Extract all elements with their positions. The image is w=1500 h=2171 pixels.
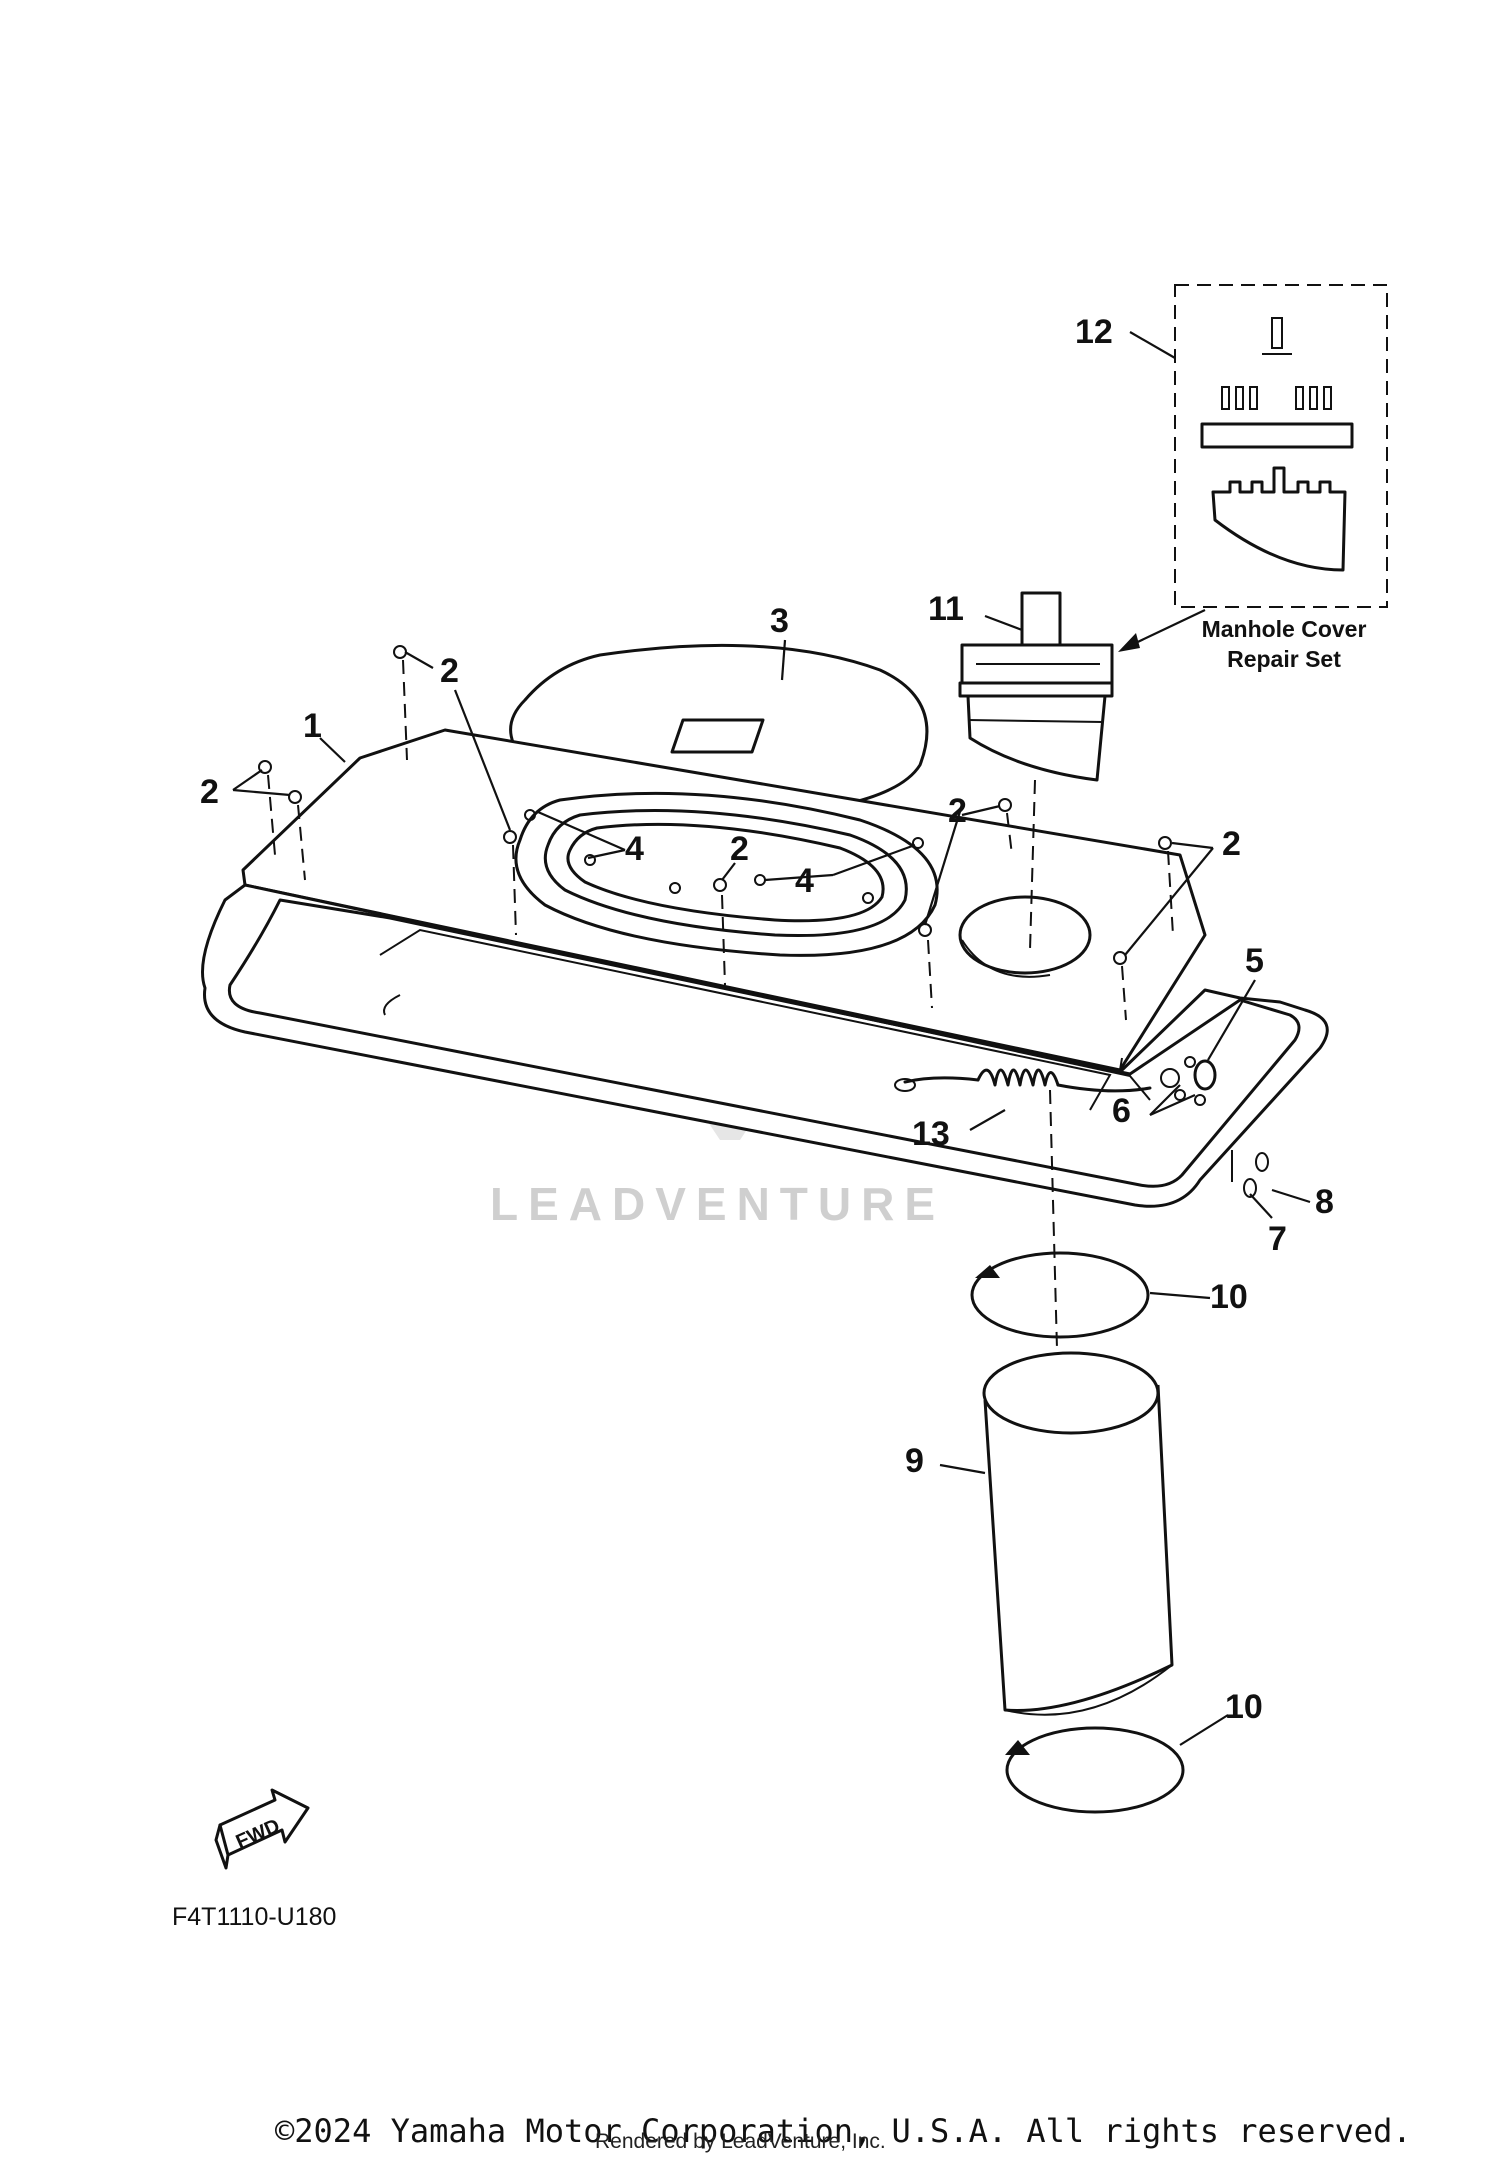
svg-text:12: 12 xyxy=(1075,313,1113,351)
svg-text:Repair Set: Repair Set xyxy=(1227,646,1341,672)
deck-tray[interactable] xyxy=(201,883,1329,1208)
svg-text:5: 5 xyxy=(1245,942,1264,980)
svg-text:2: 2 xyxy=(730,830,749,868)
svg-text:10: 10 xyxy=(1225,1688,1263,1726)
svg-text:10: 10 xyxy=(1210,1278,1248,1316)
svg-text:4: 4 xyxy=(795,862,814,900)
callouts: 12 11 3 2 1 2 2 2 4 2 4 5 6 13 8 7 10 9 … xyxy=(200,313,1334,1726)
repair-set-label: Manhole Cover Repair Set xyxy=(1202,616,1367,672)
fwd-arrow-icon: FWD xyxy=(214,1788,310,1870)
part-11-cover-cap[interactable] xyxy=(958,591,1114,782)
leader-lines xyxy=(232,651,1214,956)
part-2-screws[interactable] xyxy=(258,645,1172,965)
part-4-screws[interactable] xyxy=(524,809,924,904)
svg-text:3: 3 xyxy=(770,602,789,640)
part-5-6-hardware[interactable] xyxy=(1174,1056,1217,1106)
copyright-notice: ©2024 Yamaha Motor Corporation, U.S.A. A… xyxy=(275,2112,1412,2150)
part-7-8-washers[interactable] xyxy=(1231,1150,1269,1198)
svg-text:2: 2 xyxy=(948,792,967,830)
manhole-cover-repair-set[interactable] xyxy=(1174,284,1388,608)
svg-text:4: 4 xyxy=(625,830,644,868)
figure-code: F4T1110-U180 xyxy=(172,1903,336,1931)
svg-text:9: 9 xyxy=(905,1442,924,1480)
part-10-hose-clamp-lower[interactable] xyxy=(1005,1726,1185,1814)
part-13-lanyard[interactable] xyxy=(894,1068,1180,1093)
svg-text:13: 13 xyxy=(912,1115,950,1153)
svg-text:7: 7 xyxy=(1268,1220,1287,1258)
svg-text:6: 6 xyxy=(1112,1092,1131,1130)
svg-text:Manhole Cover: Manhole Cover xyxy=(1202,616,1367,642)
svg-text:11: 11 xyxy=(928,590,964,628)
watermark-text: LEADVENTURE xyxy=(490,1178,945,1230)
svg-text:2: 2 xyxy=(1222,825,1241,863)
svg-text:2: 2 xyxy=(200,773,219,811)
rendered-by-notice: Rendered by LeadVenture, Inc. xyxy=(595,2130,886,2153)
svg-text:8: 8 xyxy=(1315,1183,1334,1221)
part-10-hose-clamp-upper[interactable] xyxy=(970,1251,1150,1339)
svg-text:2: 2 xyxy=(440,652,459,690)
part-9-hose[interactable] xyxy=(982,1351,1174,1716)
svg-text:1: 1 xyxy=(303,707,322,745)
